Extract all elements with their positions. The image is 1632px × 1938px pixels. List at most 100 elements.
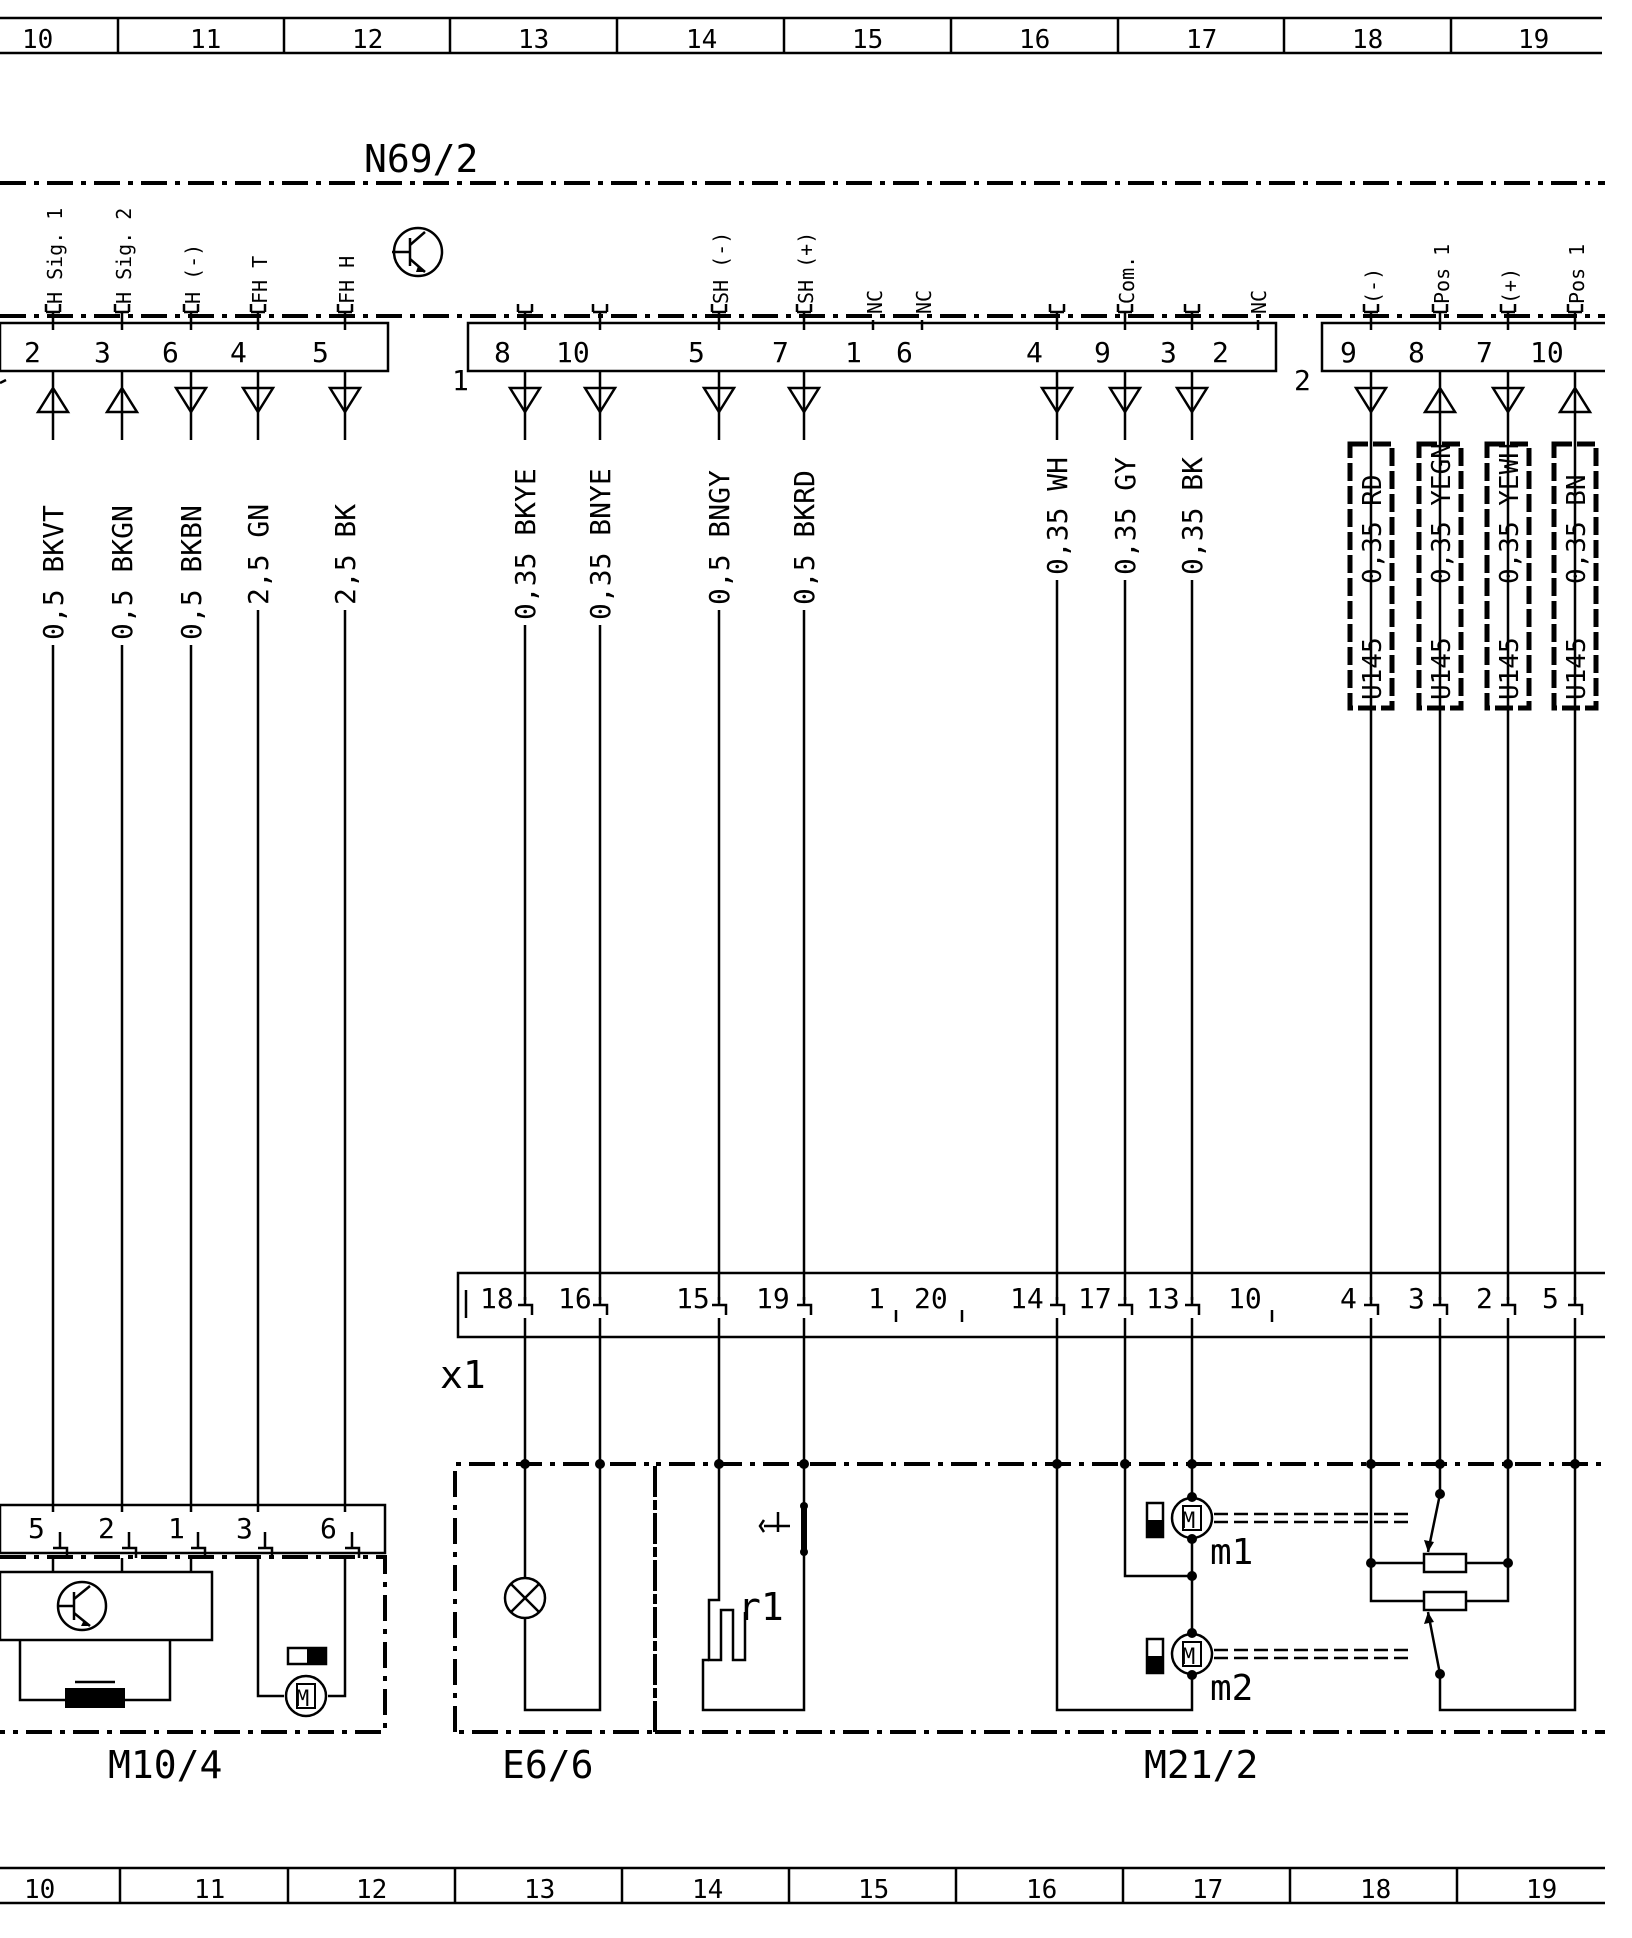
- grid-label: 17: [1192, 1875, 1223, 1905]
- pin-number: 1: [845, 336, 862, 369]
- pin-number: 10: [556, 336, 590, 369]
- connector-pin: 6: [896, 320, 924, 369]
- connector-pin: 3: [94, 304, 131, 369]
- pin-number: 13: [1146, 1282, 1180, 1315]
- signal-label: NC: [1247, 290, 1271, 314]
- pin-number: 9: [1340, 336, 1357, 369]
- m2-label: m2: [1210, 1668, 1253, 1709]
- signal-label: FH H: [335, 256, 359, 304]
- grid-label: 14: [686, 25, 717, 55]
- e6-6-label: E6/6: [502, 1743, 594, 1787]
- m21-2-component: M21/2 r1: [653, 1459, 1605, 1787]
- pin-number: 5: [28, 1512, 45, 1545]
- wire-label: 0,35 RD: [1358, 474, 1388, 584]
- grid-label: 11: [194, 1875, 225, 1905]
- signal-label: Com.: [1115, 256, 1139, 304]
- wire-label: 0,5 BKGN: [106, 505, 139, 640]
- m10-pins: 5 2 1 3 6: [28, 1512, 361, 1558]
- connector-pin: 6: [162, 304, 200, 369]
- left-connector: 2 3 6 4 5 H Sig. 1 H Sig. 2 H (-) FH T F…: [0, 208, 390, 373]
- heater-element-icon: r1: [701, 1464, 806, 1712]
- pin-number: 20: [914, 1282, 948, 1315]
- top-grid-ruler: 10 11 12 13 14 15 16 17 18 19: [0, 16, 1602, 55]
- pin-number: 3: [94, 336, 111, 369]
- connector-pin: 3: [1160, 304, 1201, 369]
- m21-2-label: M21/2: [1144, 1743, 1258, 1787]
- motor-m2: M m2: [1055, 1464, 1253, 1712]
- pin-number: 5: [688, 336, 705, 369]
- signal-label: H Sig. 1: [43, 208, 67, 304]
- shield-label: U145: [1427, 637, 1457, 700]
- wire-label: 0,5 BKBN: [175, 505, 208, 640]
- signal-label: H Sig. 2: [112, 208, 136, 304]
- pin-number: 18: [480, 1282, 514, 1315]
- signal-label: FH T: [248, 256, 272, 304]
- grid-label: 13: [518, 25, 549, 55]
- signal-label: SH (-): [709, 232, 733, 304]
- pin-number: 9: [1094, 336, 1111, 369]
- wire-label: 0,5 BKRD: [788, 470, 821, 605]
- grid-label: 15: [858, 1875, 889, 1905]
- pin-number: 2: [98, 1512, 115, 1545]
- grid-label: 19: [1518, 25, 1549, 55]
- m10-4-label: M10/4: [108, 1743, 222, 1787]
- pin-number: 4: [230, 336, 247, 369]
- wire-label: 0,35 BK: [1176, 457, 1209, 575]
- grid-label: 15: [852, 25, 883, 55]
- wire-label: 0,35 GY: [1109, 457, 1142, 575]
- grid-label: 18: [1352, 25, 1383, 55]
- connector-2: 2 9 8 7 10 (-) Pos 1 (+) Pos 1: [1294, 244, 1605, 397]
- pin-number: 6: [320, 1512, 337, 1545]
- pin-number: 6: [896, 336, 913, 369]
- pin-number: 10: [1228, 1282, 1262, 1315]
- motor-letter: M: [296, 1687, 309, 1712]
- wire-label: 0,5 BKVT: [37, 505, 70, 640]
- signal-label: Pos 1: [1430, 244, 1454, 304]
- connector-pin: 5: [312, 304, 354, 369]
- motor-icon: M: [1170, 1632, 1214, 1676]
- wire-label: 0,35 BNYE: [584, 468, 617, 620]
- pin-number: 16: [558, 1282, 592, 1315]
- pin-number: 17: [1078, 1282, 1112, 1315]
- wire-label: 0,35 WH: [1041, 457, 1074, 575]
- signal-label: NC: [912, 290, 936, 314]
- motor-letter: M: [1182, 1645, 1195, 1670]
- pin-number: 1: [168, 1512, 185, 1545]
- signal-label: H (-): [181, 244, 205, 304]
- wire-label: 0,35 BN: [1562, 474, 1592, 584]
- signal-label: (-): [1361, 268, 1385, 304]
- pin-number: 2: [24, 336, 41, 369]
- connector-pin: 2: [1212, 320, 1260, 369]
- connector-number: 2: [1294, 364, 1311, 397]
- wire-label: 2,5 GN: [242, 504, 275, 605]
- pin-number: 14: [1010, 1282, 1044, 1315]
- lamp-icon: [503, 1576, 547, 1620]
- wire-label: 0,35 YEWH: [1495, 443, 1525, 584]
- connector-number: 1: [452, 364, 469, 397]
- grid-label: 16: [1019, 25, 1050, 55]
- grid-label: 17: [1186, 25, 1217, 55]
- grid-label: 11: [190, 25, 221, 55]
- grid-label: 14: [692, 1875, 723, 1905]
- grid-label: 16: [1026, 1875, 1057, 1905]
- signal-arrows: [35, 371, 1593, 415]
- pin-number: 7: [1476, 336, 1493, 369]
- signal-label: SH (+): [794, 232, 818, 304]
- connector-1: 1 8 10 5 7 1 6 4 9: [452, 232, 1278, 397]
- pin-number: 4: [1026, 336, 1043, 369]
- motor-icon: M: [284, 1674, 328, 1718]
- grid-label: 10: [24, 1875, 55, 1905]
- connector-pin: 10: [1530, 304, 1584, 369]
- x1-label: x1: [440, 1353, 486, 1397]
- shield-label: U145: [1358, 637, 1388, 700]
- pin-number: 15: [676, 1282, 710, 1315]
- transistor-icon: [392, 226, 444, 278]
- signal-label: Pos 1: [1565, 244, 1589, 304]
- pin-number: 10: [1530, 336, 1564, 369]
- pin-number: 4: [1340, 1282, 1357, 1315]
- bottom-grid-ruler: 10 11 12 13 14 15 16 17 18 19: [0, 1866, 1605, 1905]
- wire-label: 0,35 BKYE: [509, 468, 542, 620]
- connector-pin: 7: [772, 304, 813, 369]
- pin-number: 5: [312, 336, 329, 369]
